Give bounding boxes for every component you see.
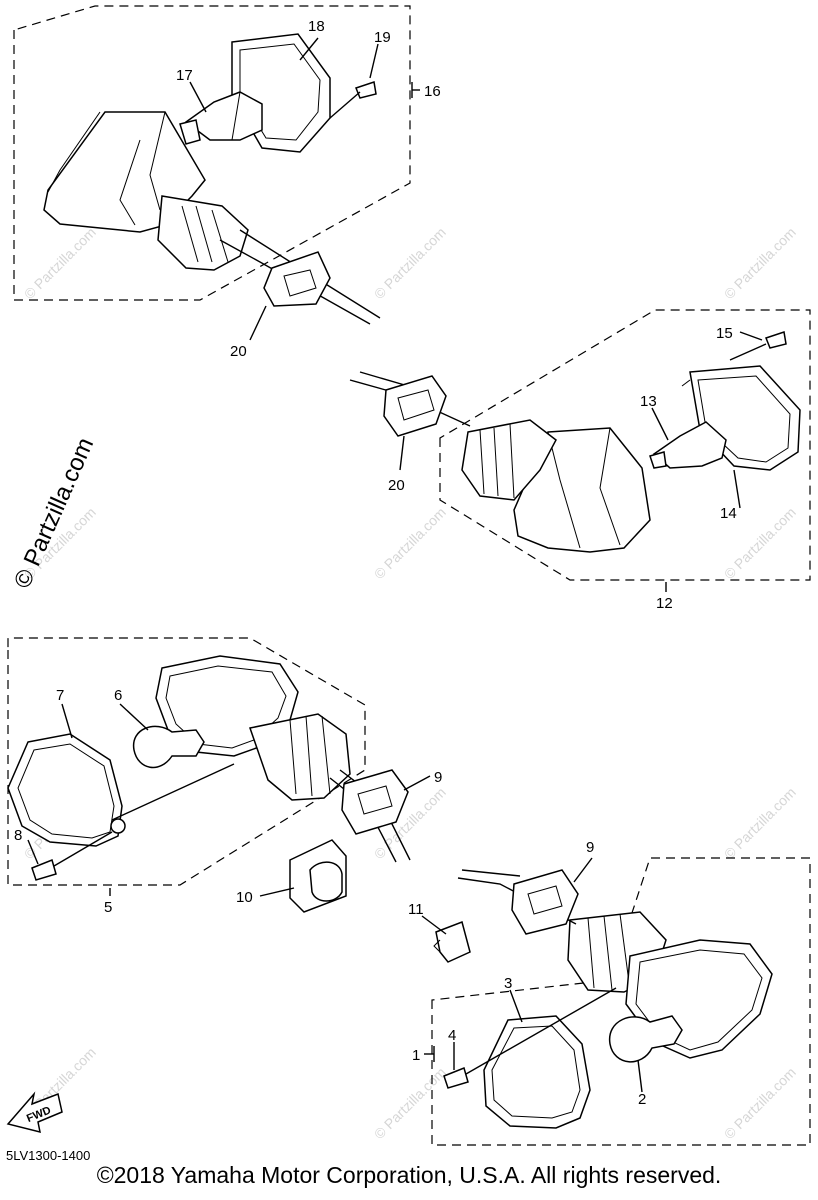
- leader-lines: [27, 37, 763, 1093]
- watermark: © Partzilla.com: [721, 224, 799, 302]
- callout-4: 4: [448, 1027, 456, 1044]
- screw-8: [31, 858, 57, 881]
- callout-numbers: 18 19 17 16 20 15 13 14 20 12 7 6 8 5 9 …: [14, 18, 737, 1108]
- assembly-12-boundary: [439, 309, 811, 581]
- callout-2: 2: [638, 1091, 646, 1108]
- screw-15: [765, 331, 787, 349]
- bulb-17: [184, 91, 263, 141]
- grommet-9-upper: [341, 769, 409, 835]
- clamp-10: [289, 839, 347, 913]
- callout-20-lower: 20: [388, 477, 405, 494]
- callout-7: 7: [56, 687, 64, 704]
- grommet-9-lower: [511, 869, 579, 935]
- screw-19: [355, 81, 377, 99]
- clip-11: [433, 921, 471, 963]
- callout-16: 16: [424, 83, 441, 100]
- assembly-16-boundary: [13, 5, 411, 301]
- stem-5: [249, 713, 351, 801]
- assembly-16-group: [13, 5, 411, 325]
- assembly-12-group: [349, 309, 811, 581]
- stem-12: [461, 419, 557, 501]
- callout-8: 8: [14, 827, 22, 844]
- callout-13: 13: [640, 393, 657, 410]
- callout-18: 18: [308, 18, 325, 35]
- callout-11: 11: [408, 901, 424, 918]
- housing-12: [513, 427, 651, 553]
- callout-9-lower: 9: [586, 839, 594, 856]
- callout-9-upper: 9: [434, 769, 442, 786]
- callout-10: 10: [236, 889, 253, 906]
- copyright-notice: ©2018 Yamaha Motor Corporation, U.S.A. A…: [96, 1162, 722, 1188]
- bulb-6: [132, 725, 205, 769]
- assembly-5-boundary: [7, 637, 366, 886]
- callout-19: 19: [374, 29, 391, 46]
- watermark: © Partzilla.com: [721, 1064, 799, 1142]
- lens-7: [7, 733, 123, 847]
- callout-12: 12: [656, 595, 673, 612]
- callout-5: 5: [104, 899, 112, 916]
- callout-3: 3: [504, 975, 512, 992]
- screw-4: [443, 1066, 469, 1089]
- callout-17: 17: [176, 67, 193, 84]
- watermark: © Partzilla.com: [721, 784, 799, 862]
- lens-3: [483, 1015, 591, 1129]
- bulb-13: [652, 421, 727, 469]
- lens-7-mount: [110, 818, 126, 834]
- bulb-2: [609, 1015, 683, 1063]
- callout-14: 14: [720, 505, 737, 522]
- watermark: © Partzilla.com: [371, 504, 449, 582]
- watermark: © Partzilla.com: [371, 1064, 449, 1142]
- stem-16: [157, 195, 249, 271]
- callout-15: 15: [716, 325, 733, 342]
- assembly-1-group: [431, 857, 811, 1146]
- callout-6: 6: [114, 687, 122, 704]
- watermark: © Partzilla.com: [371, 224, 449, 302]
- grommet-20-upper: [263, 251, 331, 307]
- grommet-20-lower: [383, 375, 447, 437]
- callout-1: 1: [412, 1047, 420, 1064]
- callout-20-upper: 20: [230, 343, 247, 360]
- diagram-code: 5LV1300-1400: [6, 1148, 90, 1163]
- watermark: © Partzilla.com: [21, 224, 99, 302]
- assembly-5-group: [7, 637, 411, 886]
